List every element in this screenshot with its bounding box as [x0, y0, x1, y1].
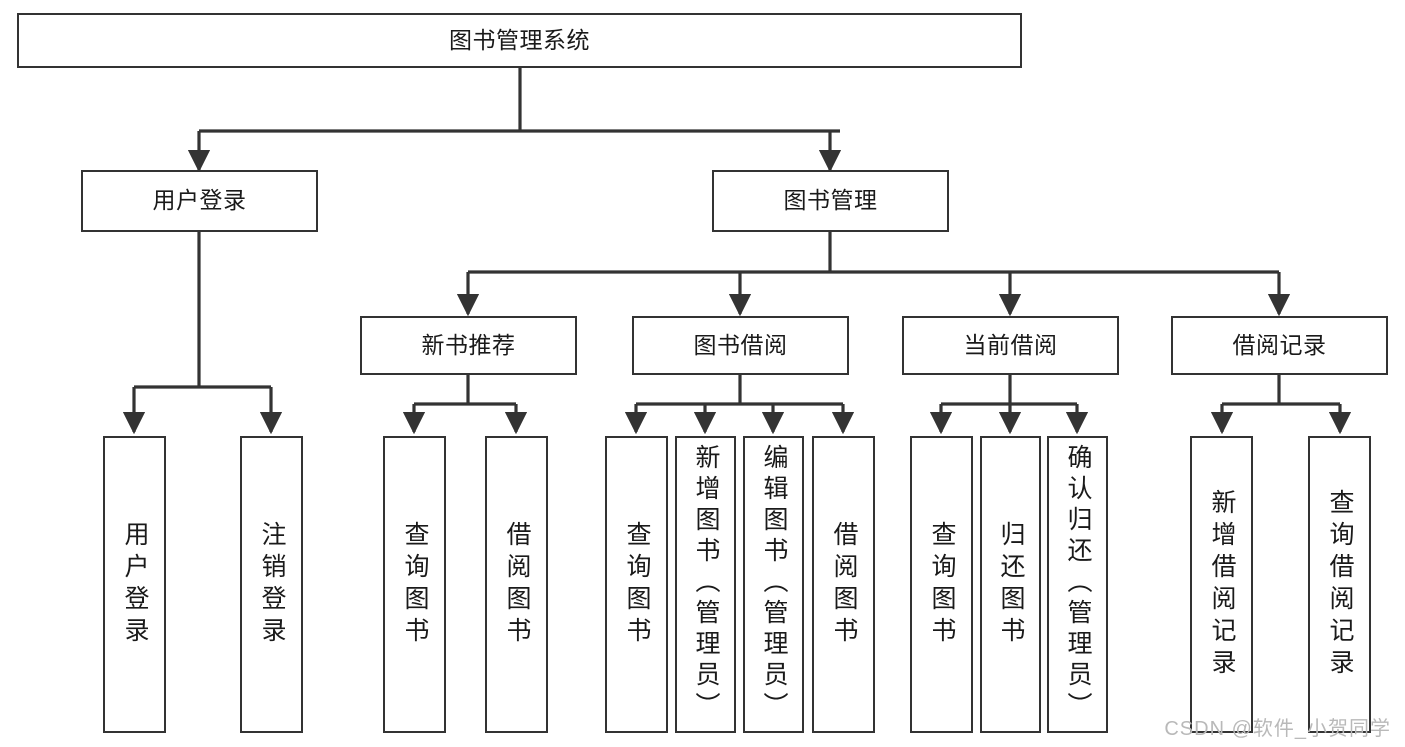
node-root-label: 图书管理系统	[449, 26, 590, 53]
node-book-borrow-label: 图书借阅	[693, 331, 788, 358]
node-borrow-record[interactable]: 借阅记录	[1171, 316, 1388, 375]
leaf-query-record-label: 查询借阅记录	[1326, 488, 1354, 681]
leaf-query-book-2[interactable]: 查询图书	[605, 436, 668, 733]
leaf-query-record[interactable]: 查询借阅记录	[1308, 436, 1371, 733]
leaf-logout-label: 注销登录	[258, 520, 286, 649]
leaf-add-book-label: 新增图书（管理员）	[692, 444, 720, 723]
leaf-confirm-return-label: 确认归还（管理员）	[1064, 444, 1092, 723]
leaf-user-login-label: 用户登录	[121, 520, 149, 649]
leaf-borrow-book-2-label: 借阅图书	[830, 520, 858, 649]
node-user-login[interactable]: 用户登录	[81, 170, 318, 232]
node-user-login-label: 用户登录	[152, 187, 247, 214]
leaf-edit-book-label: 编辑图书（管理员）	[760, 444, 788, 723]
leaf-borrow-book-2[interactable]: 借阅图书	[812, 436, 875, 733]
leaf-add-book[interactable]: 新增图书（管理员）	[675, 436, 736, 733]
node-current-borrow-label: 当前借阅	[963, 331, 1058, 358]
node-root[interactable]: 图书管理系统	[17, 13, 1022, 68]
leaf-query-book-3-label: 查询图书	[928, 520, 956, 649]
leaf-confirm-return[interactable]: 确认归还（管理员）	[1047, 436, 1108, 733]
watermark: CSDN @软件_小贺同学	[1164, 718, 1391, 740]
leaf-logout[interactable]: 注销登录	[240, 436, 303, 733]
leaf-add-record[interactable]: 新增借阅记录	[1190, 436, 1253, 733]
leaf-query-book-1[interactable]: 查询图书	[383, 436, 446, 733]
node-current-borrow[interactable]: 当前借阅	[902, 316, 1119, 375]
leaf-user-login[interactable]: 用户登录	[103, 436, 166, 733]
leaf-borrow-book-1[interactable]: 借阅图书	[485, 436, 548, 733]
leaf-return-book-label: 归还图书	[997, 520, 1025, 649]
node-new-book-recommend[interactable]: 新书推荐	[360, 316, 577, 375]
leaf-query-book-2-label: 查询图书	[623, 520, 651, 649]
node-new-book-recommend-label: 新书推荐	[421, 331, 516, 358]
leaf-return-book[interactable]: 归还图书	[980, 436, 1041, 733]
leaf-borrow-book-1-label: 借阅图书	[503, 520, 531, 649]
node-book-manage-label: 图书管理	[783, 187, 878, 214]
node-borrow-record-label: 借阅记录	[1232, 331, 1327, 358]
leaf-edit-book[interactable]: 编辑图书（管理员）	[743, 436, 804, 733]
node-book-manage[interactable]: 图书管理	[712, 170, 949, 232]
leaf-query-book-3[interactable]: 查询图书	[910, 436, 973, 733]
leaf-query-book-1-label: 查询图书	[401, 520, 429, 649]
leaf-add-record-label: 新增借阅记录	[1208, 488, 1236, 681]
node-book-borrow[interactable]: 图书借阅	[632, 316, 849, 375]
